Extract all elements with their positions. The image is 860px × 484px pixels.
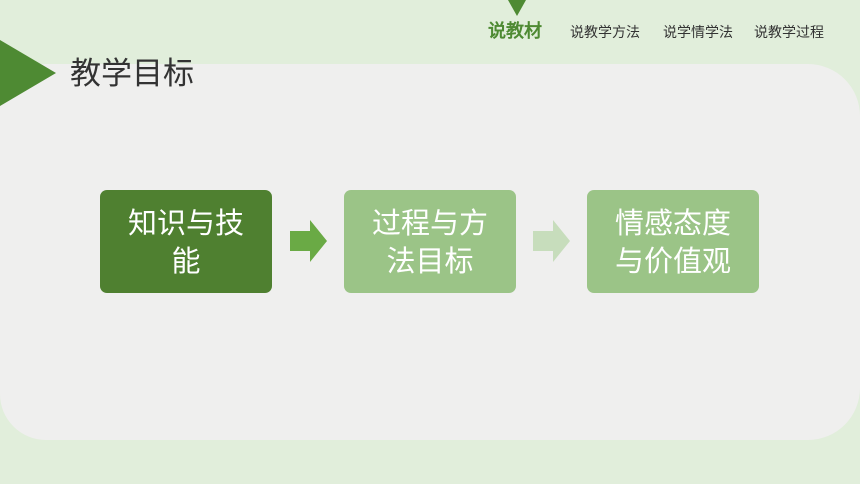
arrow-right-icon [533, 220, 570, 262]
title-marker-triangle-icon [0, 40, 56, 106]
goal-box-label: 情感态度与价值观 [614, 205, 731, 278]
arrow-right-icon [290, 220, 327, 262]
goal-box-process-method[interactable]: 过程与方法目标 [344, 190, 516, 293]
nav-item-learning-situation[interactable]: 说学情学法 [663, 25, 733, 41]
top-navigation: 说教材 说教学方法 说学情学法 说教学过程 [0, 21, 860, 44]
goal-box-emotion-values[interactable]: 情感态度与价值观 [587, 190, 759, 293]
nav-item-teaching-process[interactable]: 说教学过程 [754, 25, 824, 41]
active-nav-pointer-icon [508, 0, 526, 16]
nav-item-teaching-method[interactable]: 说教学方法 [570, 25, 640, 41]
goal-box-knowledge-skills[interactable]: 知识与技能 [100, 190, 272, 293]
nav-item-teaching-material[interactable]: 说教材 [488, 21, 542, 42]
goal-box-label: 知识与技能 [127, 205, 244, 278]
goal-box-label: 过程与方法目标 [371, 205, 488, 278]
page-title: 教学目标 [70, 56, 194, 92]
